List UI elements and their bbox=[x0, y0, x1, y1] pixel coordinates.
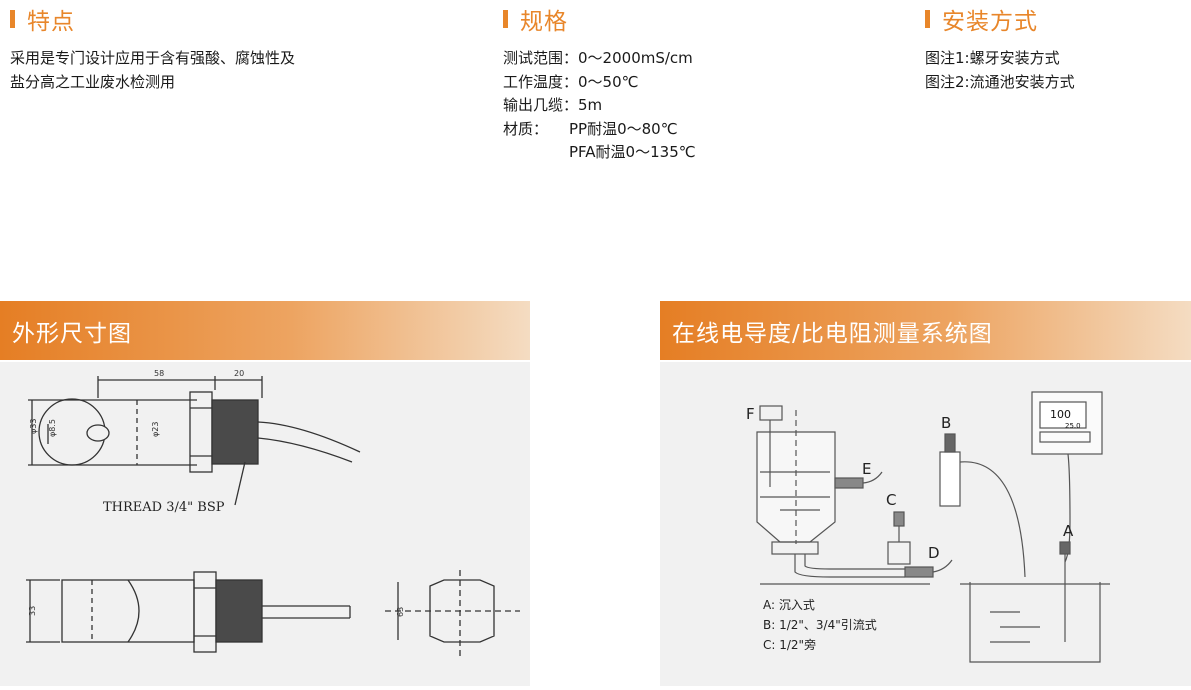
label-c: C bbox=[886, 491, 896, 509]
dim-23-label: φ23 bbox=[151, 422, 160, 437]
specs-header: 规格 bbox=[503, 0, 833, 38]
display-main: 100 bbox=[1050, 408, 1071, 421]
system-banner: 在线电导度/比电阻测量系统图 bbox=[660, 301, 1191, 360]
spec-label bbox=[503, 141, 569, 165]
label-d: D bbox=[928, 544, 940, 562]
install-text: 图注1:螺牙安装方式 图注2:流通池安装方式 bbox=[925, 46, 1175, 94]
spec-value: 0～50℃ bbox=[578, 72, 639, 91]
specs-list: 测试范围： 0～2000mS/cm 工作温度： 0～50℃ 输出几缆： 5m 材… bbox=[503, 47, 833, 165]
label-b: B bbox=[941, 414, 951, 432]
install-section: 安装方式 图注1:螺牙安装方式 图注2:流通池安装方式 bbox=[925, 0, 1175, 94]
dim-58-label: 58 bbox=[154, 369, 164, 378]
spec-row: 工作温度： 0～50℃ bbox=[503, 71, 833, 95]
label-e: E bbox=[862, 460, 871, 478]
dimension-drawing: 58 20 φ33 φ8.5 φ23 33 63 THREAD 3/4" BSP bbox=[26, 369, 520, 656]
spec-row: PFA耐温0～135℃ bbox=[503, 141, 833, 165]
features-section: 特点 采用是专门设计应用于含有强酸、腐蚀性及 盐分高之工业废水检测用 bbox=[10, 0, 430, 94]
install-line: 图注1:螺牙安装方式 bbox=[925, 49, 1060, 67]
features-header: 特点 bbox=[10, 0, 430, 38]
install-title: 安装方式 bbox=[942, 9, 1038, 35]
system-title: 在线电导度/比电阻测量系统图 bbox=[672, 320, 993, 347]
thread-label: THREAD 3/4" BSP bbox=[103, 500, 225, 515]
system-diagram: F E C D B A 100 25.0 A: 沉入式 B: 1/2"、3/4"… bbox=[746, 391, 1110, 663]
dimension-drawing-panel: 58 20 φ33 φ8.5 φ23 33 63 THREAD 3/4" BSP bbox=[0, 362, 530, 686]
spec-value: PFA耐温0～135℃ bbox=[569, 143, 696, 161]
spec-label: 工作温度： bbox=[503, 72, 579, 91]
dim-end-label: 63 bbox=[396, 607, 405, 617]
spec-value: 5m bbox=[578, 96, 603, 114]
spec-label: 测试范围： bbox=[503, 49, 579, 67]
spec-row: 输出几缆： 5m bbox=[503, 94, 833, 118]
features-title: 特点 bbox=[27, 9, 75, 35]
dim-8-label: φ8.5 bbox=[48, 419, 57, 437]
dim-20-label: 20 bbox=[234, 369, 244, 378]
label-a: A bbox=[1063, 522, 1074, 540]
dimension-title: 外形尺寸图 bbox=[12, 320, 132, 347]
legend-a: A: 沉入式 bbox=[763, 598, 815, 612]
dimension-banner: 外形尺寸图 bbox=[0, 301, 530, 360]
features-line: 采用是专门设计应用于含有强酸、腐蚀性及 bbox=[10, 49, 296, 67]
install-marker bbox=[925, 10, 930, 28]
label-f: F bbox=[746, 405, 755, 423]
install-line: 图注2:流通池安装方式 bbox=[925, 73, 1075, 91]
spec-row: 材质： PP耐温0～80℃ bbox=[503, 118, 833, 142]
install-header: 安装方式 bbox=[925, 0, 1175, 38]
spec-label: 材质： bbox=[503, 119, 549, 138]
dim-33-label: φ33 bbox=[29, 419, 38, 434]
spec-value: PP耐温0～80℃ bbox=[569, 119, 678, 138]
specs-section: 规格 测试范围： 0～2000mS/cm 工作温度： 0～50℃ 输出几缆： 5… bbox=[503, 0, 833, 165]
features-marker bbox=[10, 10, 15, 28]
legend-b: B: 1/2"、3/4"引流式 bbox=[763, 618, 877, 632]
system-diagram-panel: F E C D B A 100 25.0 A: 沉入式 B: 1/2"、3/4"… bbox=[660, 362, 1191, 686]
dim-side-label: 33 bbox=[28, 606, 37, 616]
spec-row: 测试范围： 0～2000mS/cm bbox=[503, 47, 833, 71]
features-text: 采用是专门设计应用于含有强酸、腐蚀性及 盐分高之工业废水检测用 bbox=[10, 46, 430, 94]
display-sub: 25.0 bbox=[1065, 422, 1081, 430]
spec-value: 0～2000mS/cm bbox=[578, 49, 693, 67]
spec-label: 输出几缆： bbox=[503, 96, 579, 114]
legend-c: C: 1/2"旁 bbox=[763, 637, 816, 652]
features-line: 盐分高之工业废水检测用 bbox=[10, 73, 176, 91]
specs-title: 规格 bbox=[520, 9, 568, 35]
specs-marker bbox=[503, 10, 508, 28]
